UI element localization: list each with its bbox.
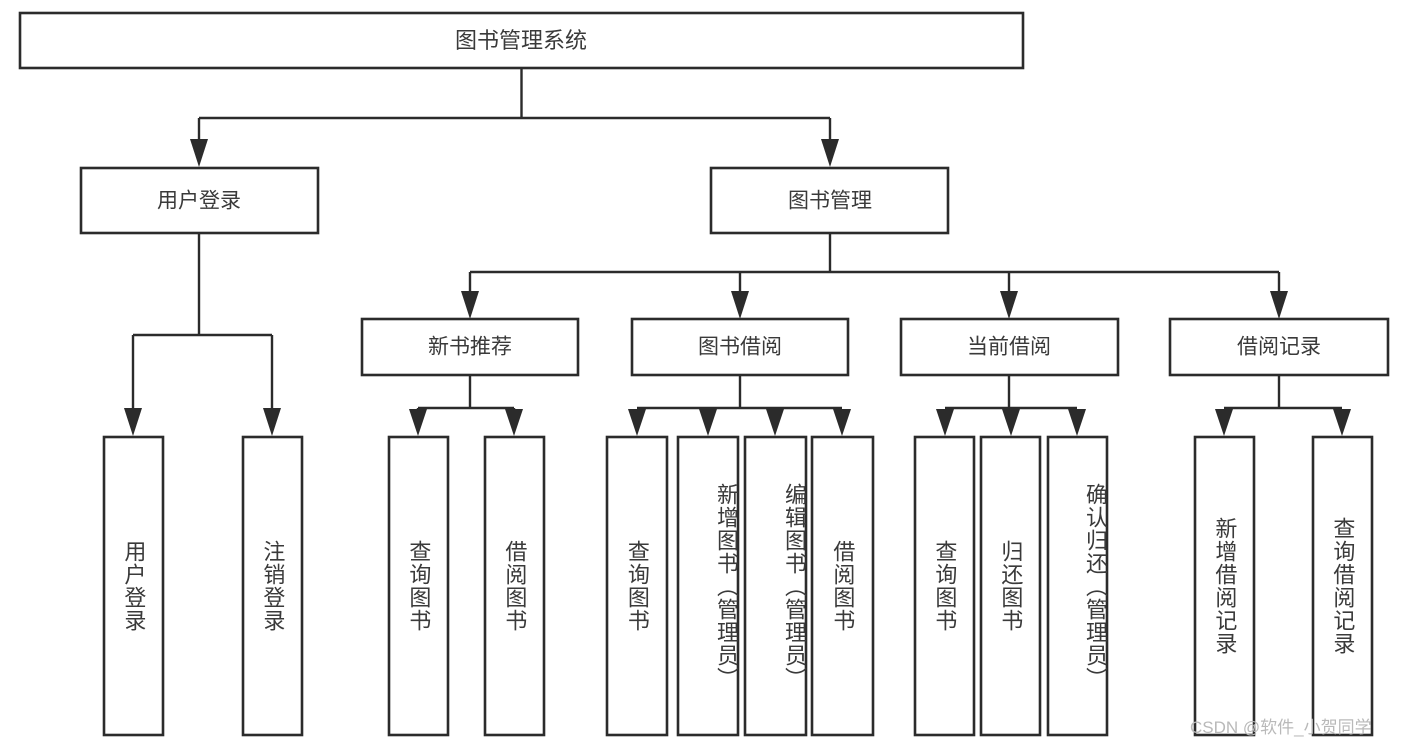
node-leaf-add-record-box[interactable] bbox=[1193, 435, 1256, 737]
arrow-to-leaf-confirm-return bbox=[1068, 409, 1086, 436]
node-user-login-box[interactable] bbox=[79, 166, 320, 235]
node-leaf-borrow-book-2-box[interactable] bbox=[810, 435, 875, 737]
node-user-login[interactable]: 用户登录 bbox=[79, 166, 320, 235]
node-new-book-recommend[interactable]: 新书推荐 bbox=[360, 317, 580, 377]
arrow-to-book-management bbox=[821, 139, 839, 167]
arrow-to-leaf-edit-book bbox=[766, 409, 784, 436]
connector-group-root-to-level2 bbox=[190, 68, 839, 167]
node-leaf-user-login-box[interactable] bbox=[102, 435, 165, 737]
node-leaf-return-book-box[interactable] bbox=[979, 435, 1042, 737]
arrow-to-leaf-add-record bbox=[1215, 409, 1233, 436]
node-user-login-label: 用户登录 bbox=[157, 190, 241, 213]
arrow-to-leaf-borrow-book-2 bbox=[833, 409, 851, 436]
node-book-management-box[interactable] bbox=[709, 166, 950, 235]
node-current-borrow[interactable]: 当前借阅 bbox=[899, 317, 1120, 377]
arrow-to-user-login bbox=[190, 139, 208, 167]
connector-group-newbook-to-leaves bbox=[409, 375, 523, 436]
node-leaf-query-book-2-box[interactable] bbox=[605, 435, 669, 737]
connector-group-currentborrow-to-leaves bbox=[936, 375, 1086, 436]
arrow-to-leaf-borrow-book-1 bbox=[505, 409, 523, 436]
node-leaf-logout-login-box[interactable] bbox=[241, 435, 304, 737]
arrow-to-borrow-record bbox=[1270, 291, 1288, 319]
node-borrow-record-label: 借阅记录 bbox=[1237, 336, 1321, 359]
connector-group-bookmgmt-to-level3 bbox=[461, 233, 1288, 319]
node-leaf-query-record-box[interactable] bbox=[1311, 435, 1374, 737]
arrow-to-leaf-query-book-1 bbox=[409, 409, 427, 436]
node-book-borrow-label: 图书借阅 bbox=[698, 336, 782, 359]
connector-group-bookborrow-to-leaves bbox=[628, 375, 851, 436]
node-current-borrow-label: 当前借阅 bbox=[967, 336, 1051, 359]
node-new-book-recommend-box[interactable] bbox=[360, 317, 580, 377]
arrow-to-leaf-user-login bbox=[124, 408, 142, 436]
node-book-management-label: 图书管理 bbox=[788, 190, 872, 213]
connector-group-borrowrecord-to-leaves bbox=[1215, 375, 1351, 436]
arrow-to-leaf-query-record bbox=[1333, 409, 1351, 436]
node-root-system-box[interactable] bbox=[18, 11, 1025, 70]
arrow-to-current-borrow bbox=[1000, 291, 1018, 319]
node-new-book-recommend-label: 新书推荐 bbox=[428, 336, 512, 359]
arrow-to-leaf-query-book-2 bbox=[628, 409, 646, 436]
arrow-to-book-borrow bbox=[731, 291, 749, 319]
node-root-system-label: 图书管理系统 bbox=[455, 28, 587, 53]
node-root-system[interactable]: 图书管理系统 bbox=[18, 11, 1025, 70]
csdn-watermark: CSDN @软件_小贺同学 bbox=[1190, 718, 1372, 737]
node-book-management[interactable]: 图书管理 bbox=[709, 166, 950, 235]
node-current-borrow-box[interactable] bbox=[899, 317, 1120, 377]
node-leaf-query-book-1-box[interactable] bbox=[387, 435, 450, 737]
node-leaf-edit-book-box[interactable] bbox=[743, 435, 808, 737]
arrow-to-leaf-logout-login bbox=[263, 408, 281, 436]
arrow-to-leaf-return-book bbox=[1002, 409, 1020, 436]
node-book-borrow[interactable]: 图书借阅 bbox=[630, 317, 850, 377]
arrow-to-leaf-query-book-3 bbox=[936, 409, 954, 436]
arrow-to-new-book-recommend bbox=[461, 291, 479, 319]
node-leaf-add-book-box[interactable] bbox=[676, 435, 740, 737]
node-borrow-record-box[interactable] bbox=[1168, 317, 1390, 377]
node-borrow-record[interactable]: 借阅记录 bbox=[1168, 317, 1390, 377]
node-book-borrow-box[interactable] bbox=[630, 317, 850, 377]
connector-group-userlogin-to-leaves bbox=[124, 233, 281, 436]
node-leaf-confirm-return-box[interactable] bbox=[1046, 435, 1109, 737]
node-leaf-borrow-book-1-box[interactable] bbox=[483, 435, 546, 737]
arrow-to-leaf-add-book bbox=[699, 409, 717, 436]
node-leaf-query-book-3-box[interactable] bbox=[913, 435, 976, 737]
